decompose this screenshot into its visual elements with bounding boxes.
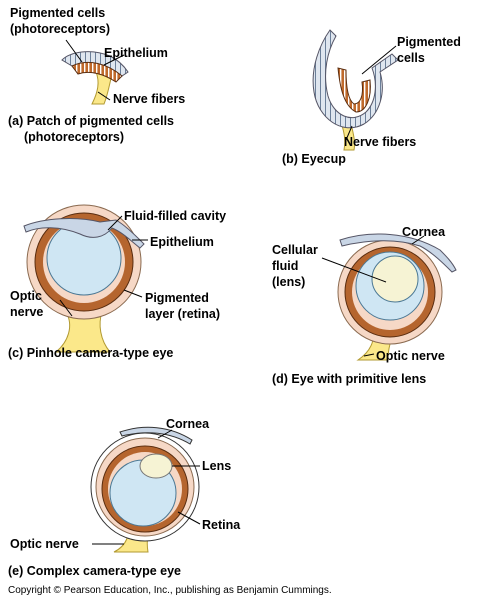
panel-c-epithelium-shape	[23, 218, 145, 249]
panel-d-cornea-shape	[339, 233, 457, 273]
panel-e-optic-nerve-label: Optic nerve	[10, 537, 79, 551]
panel-d-cellular-fluid-label-2: fluid	[272, 259, 298, 273]
panel-b-epithelium-shape	[312, 29, 399, 129]
panel-a-nerve-fibers-shape	[91, 71, 113, 105]
panel-d-cornea-label: Cornea	[402, 225, 446, 239]
panel-b: Pigmented cells Nerve fibers (b) Eyecup	[282, 29, 461, 166]
panel-c-optic-leader	[59, 299, 73, 317]
panel-c-optic-nerve-label-1: Optic	[10, 289, 42, 303]
panel-a: Pigmented cells (photoreceptors) Epithel…	[8, 6, 185, 144]
panel-a-caption-1: (a) Patch of pigmented cells	[8, 114, 174, 128]
panel-c-pigmented-layer-label-2: layer (retina)	[145, 307, 220, 321]
panel-e-cornea-leader	[157, 429, 173, 439]
panel-c-epithelium-label: Epithelium	[150, 235, 214, 249]
panel-e-lens-shape	[139, 453, 173, 479]
panel-b-caption: (b) Eyecup	[282, 152, 346, 166]
panel-e-retina-label: Retina	[202, 518, 241, 532]
panel-b-nerve-leader	[345, 125, 353, 141]
panel-a-pigmented-leader	[65, 39, 83, 63]
panel-b-pigmented-cells-label-1: Pigmented	[397, 35, 461, 49]
panel-d-cellular-fluid-label-3: (lens)	[272, 275, 305, 289]
panel-c-optic-nerve-label-2: nerve	[10, 305, 43, 319]
panel-a-pigmented-cells-label-2: (photoreceptors)	[10, 22, 110, 36]
panel-e-caption: (e) Complex camera-type eye	[8, 564, 181, 578]
copyright-notice: Copyright © Pearson Education, Inc., pub…	[8, 585, 332, 596]
panel-c-optic-nerve-shape	[54, 311, 112, 353]
panel-b-pigmented-cells-label-2: cells	[397, 51, 425, 65]
panel-d-optic-nerve-label: Optic nerve	[376, 349, 445, 363]
panel-b-nerve-fibers-label: Nerve fibers	[344, 135, 416, 149]
panel-c-fluid-cavity-label: Fluid-filled cavity	[124, 209, 226, 223]
panel-a-caption-2: (photoreceptors)	[24, 130, 124, 144]
panel-a-nerve-fibers-label: Nerve fibers	[113, 92, 185, 106]
panel-e: Cornea Lens Retina Optic nerve (e) Compl…	[8, 417, 241, 578]
panel-c-caption: (c) Pinhole camera-type eye	[8, 346, 173, 360]
panel-d-cornea-leader	[411, 235, 425, 245]
panel-c: Fluid-filled cavity Epithelium Optic ner…	[8, 204, 226, 360]
panel-a-nerve-leader	[97, 91, 111, 101]
panel-c-pigment-leader	[123, 289, 143, 298]
panel-a-pigmented-cells-shape	[71, 61, 123, 83]
panel-e-lens-label: Lens	[202, 459, 231, 473]
panel-d-fluid-leader	[321, 257, 387, 283]
panel-a-epithelium-label: Epithelium	[104, 46, 168, 60]
panel-e-cornea-label: Cornea	[166, 417, 210, 431]
panel-d-lens	[371, 255, 419, 303]
panel-d: Cornea Cellular fluid (lens) Optic nerve…	[272, 225, 457, 386]
panel-b-pigmented-cells-shape	[337, 67, 371, 113]
panel-c-cavity-leader	[107, 215, 123, 231]
panel-b-pigmented-leader	[361, 45, 397, 75]
panel-e-cornea-shape	[119, 426, 193, 445]
panel-a-pigmented-cells-label-1: Pigmented cells	[10, 6, 105, 20]
panel-a-epithelium-leader	[103, 54, 125, 66]
panel-d-cellular-fluid-label-1: Cellular	[272, 243, 318, 257]
panel-c-pigmented-layer-label-1: Pigmented	[145, 291, 209, 305]
panel-e-retina-leader	[177, 511, 201, 525]
panel-d-optic-leader	[363, 353, 375, 357]
panel-d-caption: (d) Eye with primitive lens	[272, 372, 426, 386]
